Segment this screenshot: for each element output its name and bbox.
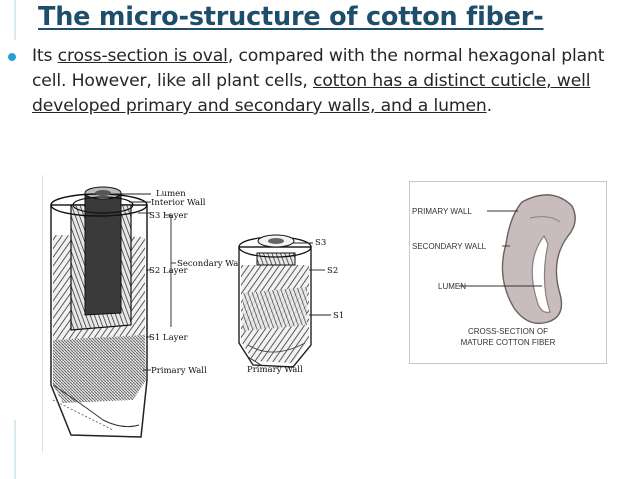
left-leader-lines [113,193,176,371]
cross-section-leader-lines [459,210,542,287]
short-fiber-cylinder [238,234,312,368]
label-s1-layer: S1 Layer [149,333,188,343]
accent-line-bottom [14,420,16,479]
label-primary-wall-cs: PRIMARY WALL [412,207,472,216]
bullet-paragraph: Its cross-section is oval, compared with… [8,44,636,119]
label-secondary-wall: Secondary Wall [177,259,244,269]
label-interior-wall: Interior Wall [151,198,206,208]
label-s3-layer: S3 Layer [149,211,188,221]
label-lumen-cs: LUMEN [438,282,466,291]
right-leader-lines [247,242,331,366]
label-s2-layer: S2 Layer [149,266,188,276]
label-secondary-wall-cs: SECONDARY WALL [412,242,487,251]
text-segment-underlined: cross-section is oval [57,46,228,66]
fiber-structure-drawing: Lumen Interior Wall S3 Layer S2 Layer Se… [50,186,344,438]
text-segment: Its [32,46,58,66]
caption-line2: MATURE COTTON FIBER [461,338,556,347]
layered-fiber-cylinder [50,186,148,438]
text-segment-underlined: cotton has a distinct cuticle, well deve… [32,71,591,116]
lumen-shape [531,234,551,313]
caption-line1: CROSS-SECTION OF [468,327,548,336]
label-s2: S2 [327,266,338,276]
bullet-dot-icon [8,53,16,61]
slide-title: The micro-structure of cotton fiber- [38,2,544,32]
cross-section-figure: PRIMARY WALL SECONDARY WALL LUMEN CROSS-… [409,181,607,364]
text-segment: . [486,96,492,116]
cross-section-drawing: PRIMARY WALL SECONDARY WALL LUMEN CROSS-… [412,194,576,347]
fiber-structure-figure: Lumen Interior Wall S3 Layer S2 Layer Se… [42,175,393,453]
label-s3: S3 [315,238,326,248]
label-primary-wall: Primary Wall [151,366,207,376]
text-segment: , compared with the normal hexagonal pla… [32,46,605,91]
label-lumen: Lumen [156,189,186,199]
label-primary-wall-2: Primary Wall [247,365,303,375]
accent-line-top [14,0,16,40]
label-s1: S1 [333,311,344,321]
